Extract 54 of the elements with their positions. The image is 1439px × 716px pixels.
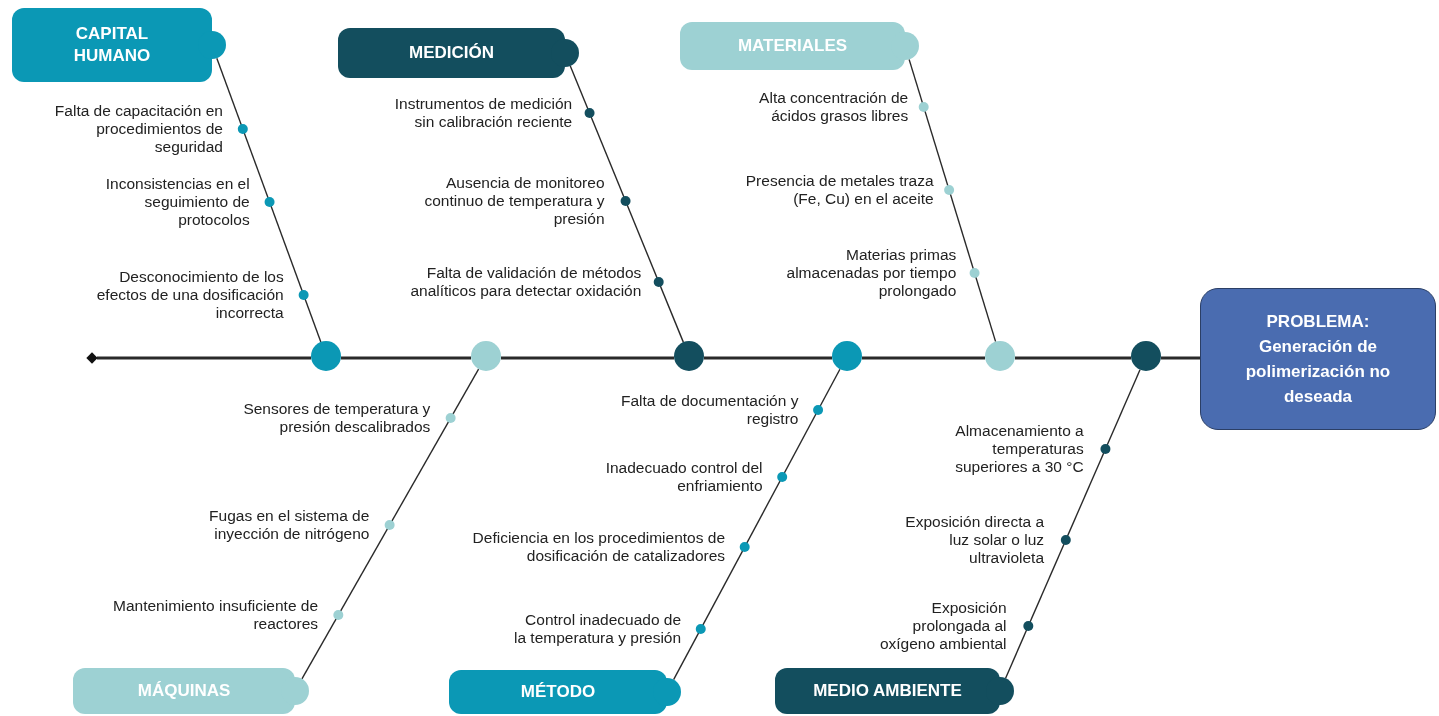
problem-text: Generación de polimerización no deseada [1244,336,1392,408]
spine-line [501,356,674,360]
spine-line [341,356,471,360]
cause-text: Desconocimiento de los efectos de una dosificación incorrecta [95,268,284,322]
spine-line [97,356,311,360]
category-label: CAPITAL HUMANO [72,23,152,67]
cause-text: Falta de documentación y registro [619,392,799,428]
category-label: MEDIO AMBIENTE [812,680,963,702]
category-label: MATERIALES [736,35,849,57]
cause-text: Fugas en el sistema de inyección de nitrógeno [208,507,370,543]
cause-text: Mantenimiento insuficiente de reactores [112,597,319,633]
cause-text: Sensores de temperatura y presión descalibrados [242,400,431,436]
category-tab [449,670,681,714]
bone-line [301,368,480,680]
category-label: MÁQUINAS [136,680,232,702]
category-label: MÉTODO [519,681,597,703]
bone-line [569,65,685,343]
bone-line [908,58,997,343]
spine-line [862,356,985,360]
cause-text: Exposición prolongada al oxígeno ambiental [878,599,1007,653]
category-tab [775,668,1014,714]
bone-line [216,57,322,343]
cause-text: Falta de capacitación en procedimientos de seguridad [53,102,223,156]
spine-line [1161,356,1200,360]
problem-box [1200,288,1436,430]
cause-text: Almacenamiento a temperaturas superiores a 30 °C [954,422,1084,476]
cause-text: Control inadecuado de la temperatura y presión [512,611,682,647]
cause-text: Ausencia de monitoreo continuo de temperatura y presión [423,174,605,228]
category-tab [12,8,226,82]
cause-text: Deficiencia en los procedimientos de dosificación de catalizadores [471,529,726,565]
cause-text: Falta de validación de métodos analíticos para detectar oxidación [409,264,642,300]
cause-text: Exposición directa a luz solar o luz ultravioleta [904,513,1045,567]
junction-dot [985,341,1015,371]
cause-text: Inconsistencias en el seguimiento de protocolos [104,175,250,229]
cause-text: Materias primas almacenadas por tiempo prolongado [785,246,957,300]
cause-text: Alta concentración de ácidos grasos libres [758,89,909,125]
bone-line [1004,369,1141,679]
category-tab [338,28,579,78]
spine-line [1015,356,1131,360]
spine-line [704,356,832,360]
junction-dot [1131,341,1161,371]
cause-text: Instrumentos de medición sin calibración reciente [393,95,573,131]
junction-dot [471,341,501,371]
category-tab [680,22,919,70]
category-label: MEDICIÓN [408,42,495,64]
problem-heading: PROBLEMA: [1265,311,1371,333]
junction-dot [674,341,704,371]
spine-tail-marker [86,352,98,364]
bone-line [672,368,841,681]
category-tab [73,668,309,714]
junction-dot [311,341,341,371]
cause-text: Presencia de metales traza (Fe, Cu) en el aceite [744,172,934,208]
junction-dot [832,341,862,371]
cause-text: Inadecuado control del enfriamiento [604,459,763,495]
